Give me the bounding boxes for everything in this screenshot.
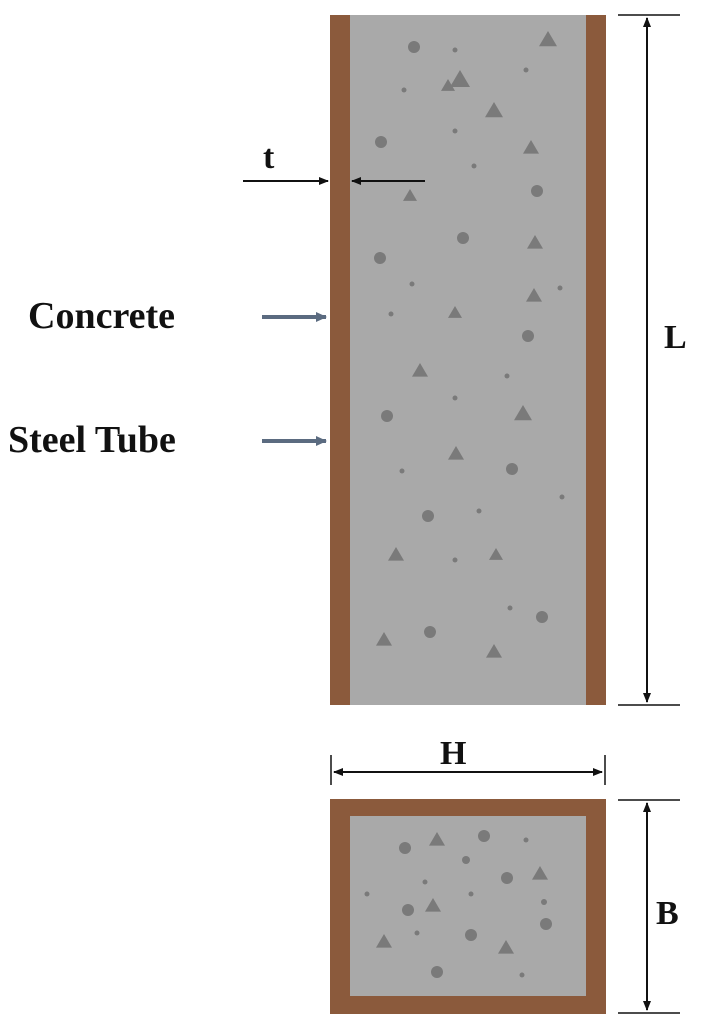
aggregate-speck — [414, 930, 420, 936]
aggregate-speck — [364, 891, 370, 897]
aggregate-speck — [559, 494, 565, 500]
concrete-core-elevation — [350, 15, 586, 705]
aggregate-speck — [425, 898, 441, 912]
aggregate-speck — [522, 330, 534, 342]
aggregate-speck — [403, 189, 417, 201]
thickness-label: t — [263, 139, 275, 176]
aggregate-speck — [402, 904, 414, 916]
aggregate-speck — [506, 463, 518, 475]
length-label: L — [664, 319, 687, 356]
aggregate-speck — [408, 41, 420, 53]
aggregate-speck — [401, 87, 407, 93]
aggregate-speck — [468, 891, 474, 897]
aggregate-speck — [536, 611, 548, 623]
aggregate-speck — [523, 140, 539, 154]
aggregate-speck — [452, 395, 458, 401]
aggregate-speck — [540, 918, 552, 930]
aggregate-speck — [485, 102, 503, 118]
aggregate-speck — [448, 306, 462, 318]
width-label: H — [440, 735, 466, 772]
aggregate-speck — [471, 163, 477, 169]
aggregate-speck — [523, 67, 529, 73]
steel-tube-label: Steel Tube — [8, 419, 176, 461]
aggregate-speck — [514, 405, 532, 421]
aggregate-speck — [557, 285, 563, 291]
aggregate-speck — [376, 632, 392, 646]
aggregate-speck — [452, 47, 458, 53]
aggregate-speck — [531, 185, 543, 197]
aggregate-speck — [399, 468, 405, 474]
aggregate-speck — [375, 136, 387, 148]
aggregate-elevation — [374, 31, 565, 658]
aggregate-speck — [381, 410, 393, 422]
thickness-dimension: t — [243, 139, 425, 185]
aggregate-speck — [448, 446, 464, 460]
aggregate-speck — [465, 929, 477, 941]
aggregate-speck — [526, 288, 542, 302]
concrete-label: Concrete — [28, 295, 175, 337]
depth-label: B — [656, 895, 679, 932]
aggregate-speck — [412, 363, 428, 377]
aggregate-speck — [507, 605, 513, 611]
aggregate-speck — [539, 31, 557, 47]
width-dimension: H — [330, 735, 606, 785]
aggregate-speck — [523, 837, 529, 843]
column-elevation — [330, 15, 606, 705]
aggregate-speck — [388, 311, 394, 317]
aggregate-speck — [478, 830, 490, 842]
aggregate-speck — [486, 644, 502, 658]
aggregate-speck — [527, 235, 543, 249]
aggregate-section — [364, 830, 552, 978]
aggregate-speck — [388, 547, 404, 561]
aggregate-speck — [374, 252, 386, 264]
aggregate-speck — [541, 899, 547, 905]
length-dimension: L — [618, 14, 687, 706]
aggregate-speck — [376, 934, 392, 948]
concrete-core-section — [350, 816, 586, 996]
column-cross-section — [330, 799, 606, 1014]
steel-tube-callout: Steel Tube — [8, 419, 327, 461]
aggregate-speck — [399, 842, 411, 854]
aggregate-speck — [452, 557, 458, 563]
aggregate-speck — [489, 548, 503, 560]
aggregate-speck — [409, 281, 415, 287]
aggregate-speck — [498, 940, 514, 954]
depth-dimension: B — [618, 799, 680, 1014]
aggregate-speck — [457, 232, 469, 244]
aggregate-speck — [504, 373, 510, 379]
concrete-callout: Concrete — [28, 295, 327, 337]
aggregate-speck — [452, 128, 458, 134]
aggregate-speck — [462, 856, 470, 864]
aggregate-speck — [441, 79, 455, 91]
aggregate-speck — [431, 966, 443, 978]
aggregate-speck — [519, 972, 525, 978]
aggregate-speck — [422, 879, 428, 885]
aggregate-speck — [450, 70, 470, 87]
aggregate-speck — [476, 508, 482, 514]
aggregate-speck — [532, 866, 548, 880]
aggregate-speck — [424, 626, 436, 638]
aggregate-speck — [422, 510, 434, 522]
aggregate-speck — [429, 832, 445, 846]
aggregate-speck — [501, 872, 513, 884]
